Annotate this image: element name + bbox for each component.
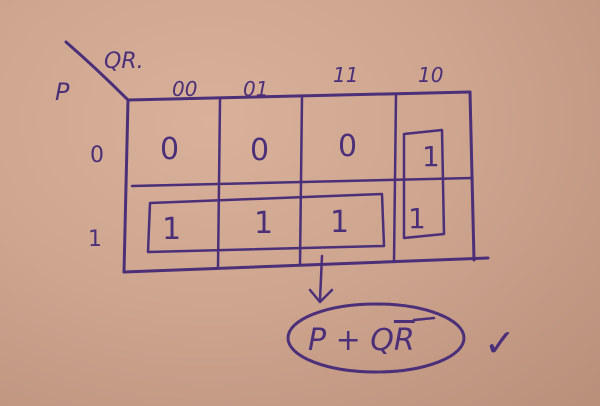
corner-diagonal [64, 40, 130, 102]
cell-1-01: 1 [254, 206, 273, 241]
cell-1-10: 1 [408, 202, 426, 235]
row-group-loop [146, 192, 386, 254]
grid-top-line [126, 90, 472, 102]
result-expression-prefix: P + Q [308, 323, 394, 358]
row-header-0: 0 [90, 143, 104, 168]
check-mark-icon: ✓ [484, 321, 516, 365]
cell-0-01: 0 [250, 133, 269, 168]
row-variable-label: P [55, 78, 70, 106]
cell-1-11: 1 [330, 205, 349, 240]
grid-row-divider [130, 176, 474, 188]
col-header-11: 11 [333, 63, 358, 87]
cell-1-00: 1 [162, 212, 181, 247]
complement-bar [412, 316, 436, 322]
grid-bottom-line [122, 256, 490, 274]
result-expression-complement: R [394, 323, 415, 358]
column-group-loop [402, 128, 446, 240]
result-arrow-shaft [318, 254, 324, 302]
grid-left-line [122, 98, 130, 274]
row-header-1: 1 [88, 227, 102, 252]
grid-col-divider-3 [392, 92, 398, 264]
kmap-grid [122, 90, 490, 274]
cell-0-10: 1 [422, 140, 440, 173]
result-ellipse [286, 302, 466, 374]
column-variables-label: QR. [104, 49, 144, 74]
result-expression: P + QR [308, 323, 415, 358]
cell-0-00: 0 [160, 132, 179, 167]
cell-0-11: 0 [338, 129, 357, 164]
result-arrow-head [308, 288, 334, 304]
grid-right-line [468, 90, 476, 262]
col-header-10: 10 [418, 63, 443, 87]
